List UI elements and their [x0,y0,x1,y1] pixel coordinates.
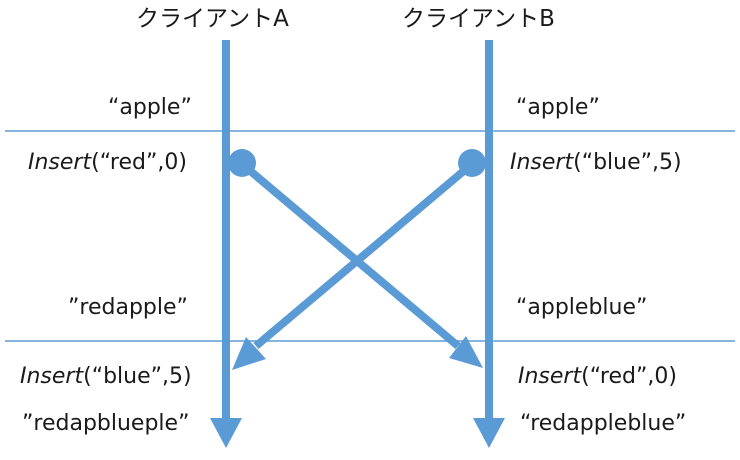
client-a-local-op-name: Insert [28,150,92,175]
client-b-final-state: “redappleblue” [520,411,687,436]
client-a-local-operation: Insert(“red”,0) [28,152,187,174]
client-a-received-op-name: Insert [20,364,84,389]
client-a-title: クライアントA [136,6,289,32]
client-a-final-state: ”redapblueple” [22,411,190,436]
client-a-operation-dot [228,149,256,177]
client-b-operation-dot [458,149,486,177]
client-b-timeline-arrowhead [473,418,505,448]
client-b-local-op-name: Insert [510,150,574,175]
client-b-initial-state: “apple” [516,95,600,120]
client-a-local-op-args: (“red”,0) [91,150,187,175]
client-b-title: クライアントB [402,6,555,32]
client-a-received-operation: Insert(“blue”,5) [20,366,192,388]
client-b-local-operation: Insert(“blue”,5) [510,152,682,174]
client-a-timeline-arrowhead [210,418,242,448]
client-a-received-op-args: (“blue”,5) [83,364,192,389]
message-b-to-a [253,160,475,350]
client-b-received-operation: Insert(“red”,0) [518,366,677,388]
client-b-after-local-state: “appleblue” [516,295,648,320]
message-a-to-b-arrowhead [449,336,483,368]
message-b-to-a-arrowhead [232,337,266,370]
message-a-to-b [239,160,461,350]
client-b-received-op-name: Insert [518,364,582,389]
client-b-local-op-args: (“blue”,5) [573,150,682,175]
client-b-received-op-args: (“red”,0) [581,364,677,389]
client-a-initial-state: “apple” [108,95,192,120]
client-a-after-local-state: ”redapple” [68,295,188,320]
